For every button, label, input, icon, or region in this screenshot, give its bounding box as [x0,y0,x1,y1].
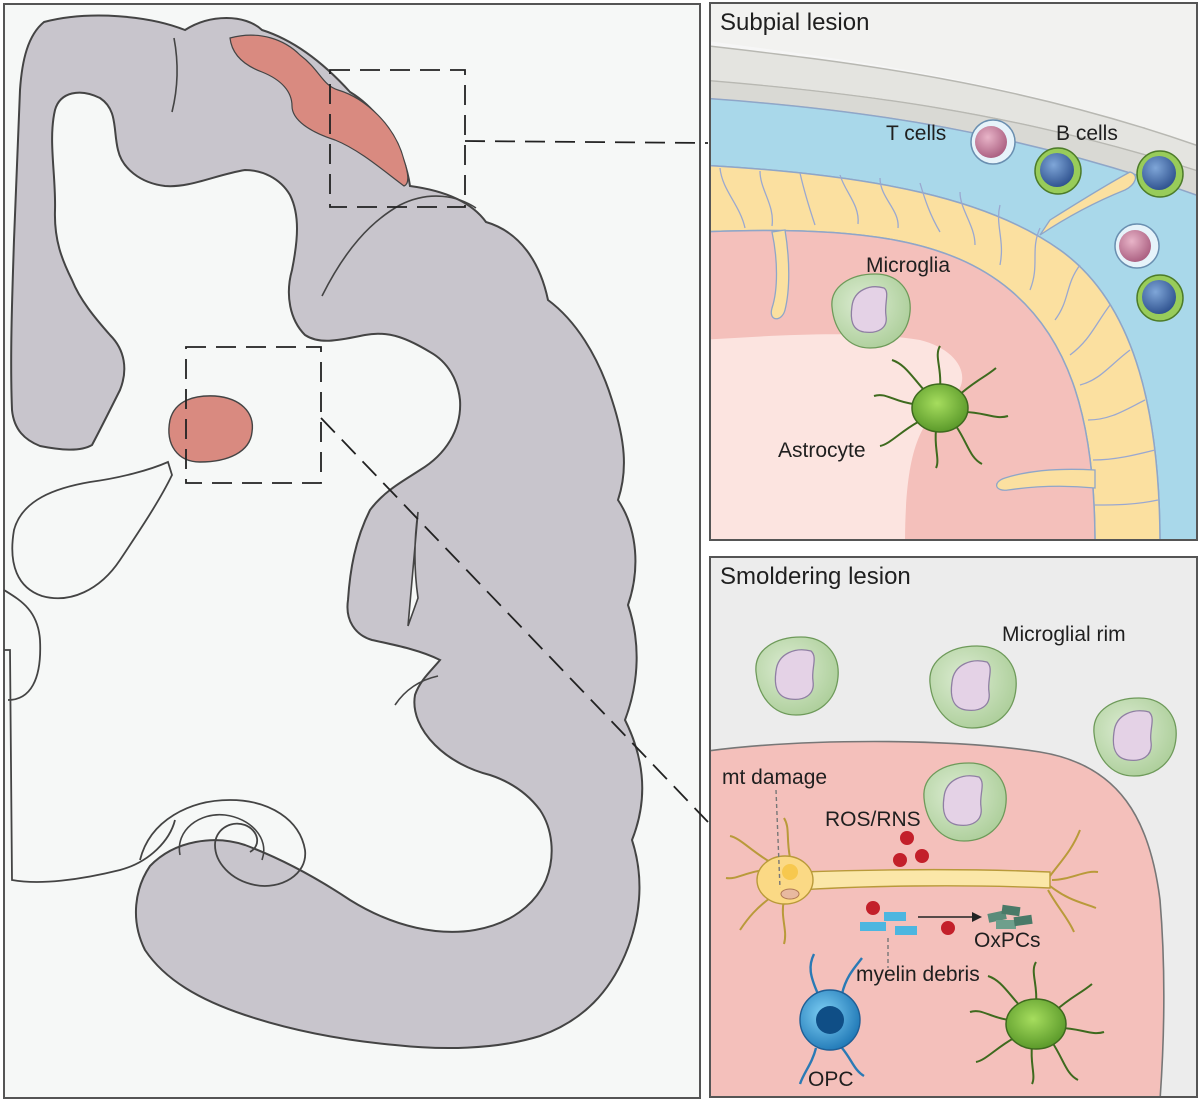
ros-rns-dot [941,921,955,935]
smoldering-zoom-box [185,346,322,484]
smoldering-lesion-area [168,395,254,463]
neuron [725,789,1099,945]
smoldering-lesion-panel: Smoldering lesion Microglial rim mt dama… [709,556,1198,1098]
subpial-zoom-box [329,69,466,208]
subpial-panel-title: Subpial lesion [720,9,869,36]
white-matter-sulcus [394,675,439,706]
myelin-debris-fragment [884,912,906,921]
b-cell [1034,147,1082,195]
midline-structure [4,649,176,883]
myelin-debris-fragment [895,926,917,935]
hippocampus [139,799,306,887]
ros-rns-label: ROS/RNS [825,808,921,831]
hippocampus [178,813,265,861]
astrocyte-cell [969,961,1105,1085]
microglia-cell [1093,697,1177,777]
opc-label: OPC [808,1068,854,1091]
subpial-connector [464,140,709,144]
smoldering-panel-title: Smoldering lesion [720,563,911,590]
t-cell [970,119,1016,165]
microglia-cell [923,762,1007,842]
astrocyte-label: Astrocyte [778,439,866,462]
myelin-debris-fragment [860,922,886,931]
b-cells-label: B cells [1056,122,1118,145]
microglia-cell [929,645,1017,729]
ros-rns-dot [893,853,907,867]
t-cell [1114,223,1160,269]
microglia-label: Microglia [866,254,950,277]
microglia-cell [755,636,839,716]
microglia-cell [831,273,911,349]
white-matter-sulcus [407,511,419,627]
oxpc-fragment [987,904,1033,929]
myelin-debris-label: myelin debris [856,963,980,986]
opc-cell [798,953,865,1085]
oxpcs-label: OxPCs [974,929,1041,952]
white-matter-sulcus [171,37,178,113]
ros-rns-dot [900,831,914,845]
smoldering-connector [320,417,709,823]
astrocyte-cell [873,345,1009,469]
midline-structure [3,589,42,701]
cortex-ribbon [10,14,644,1050]
t-cells-label: T cells [886,122,946,145]
ros-rns-dot [866,901,880,915]
subpial-lesion-panel: Subpial lesion T cells B cells Microglia… [709,2,1198,541]
b-cell [1136,274,1184,322]
brain-section-panel [3,3,709,1099]
white-matter-sulcus [321,195,477,297]
b-cell [1136,150,1184,198]
ros-rns-dot [915,849,929,863]
subpial-lesion-area [229,34,409,187]
microglial-rim-label: Microglial rim [1002,623,1126,646]
mt-damage-label: mt damage [722,766,827,789]
lateral-ventricle [11,460,173,600]
